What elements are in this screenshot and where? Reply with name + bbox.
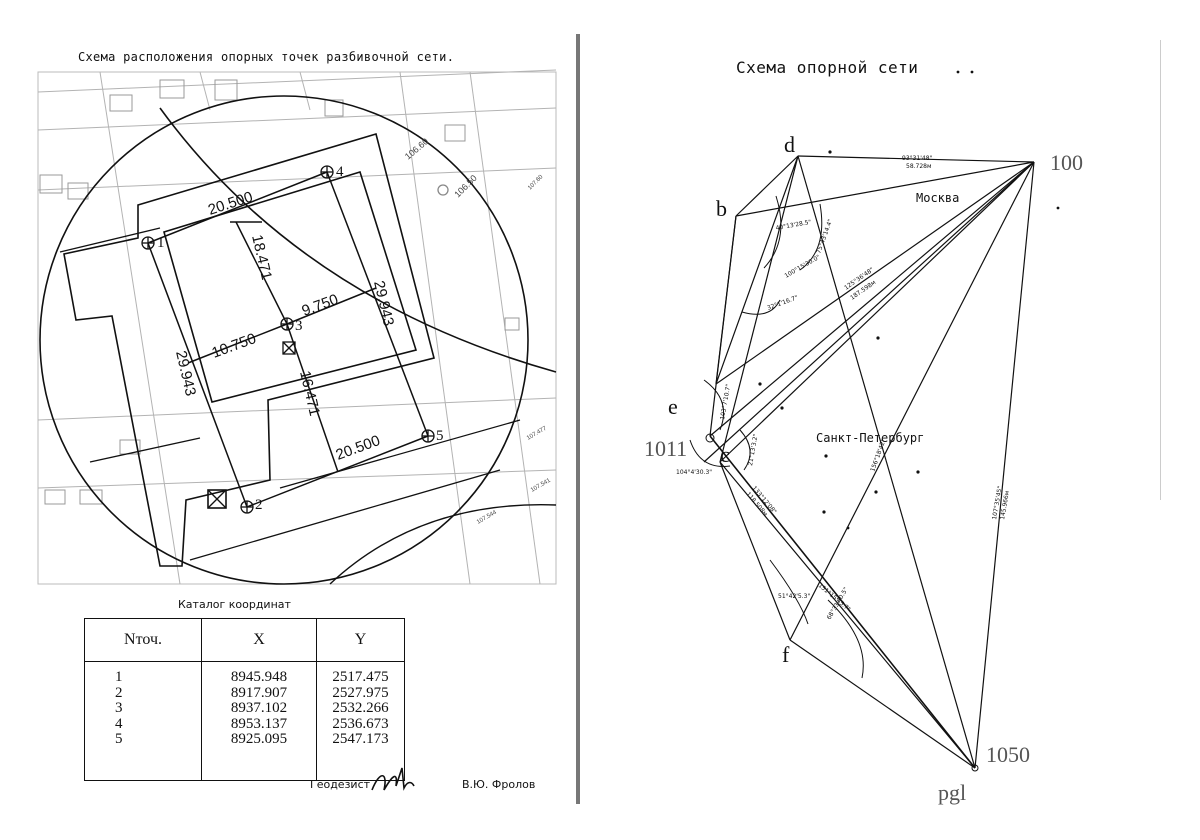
influence-circle	[39, 95, 529, 585]
dim-text: 20.500	[334, 432, 383, 464]
point-label: 3	[295, 318, 303, 334]
cell-x: 8917.907	[230, 684, 288, 701]
page-divider	[576, 34, 580, 804]
building-contour	[63, 132, 435, 567]
dim-text: 29.943	[172, 349, 199, 398]
signer-name: В.Ю. Фролов	[462, 778, 536, 791]
benchmark-marker	[282, 341, 296, 355]
cell-x: 8937.102	[230, 700, 288, 716]
cell-n: 5	[115, 731, 123, 747]
point-2	[240, 500, 254, 514]
cell-x: 8953.137	[230, 715, 288, 732]
left-sheet: Схема расположения опорных точек разбиво…	[0, 0, 575, 840]
survey-marker	[207, 489, 227, 509]
cell-y: 2547.173	[332, 731, 389, 747]
cell-n: 4	[115, 715, 123, 732]
layout-plan: 20.500 18.471 9.750 29.943 10.750 29.943…	[37, 69, 557, 791]
page-edge	[1160, 40, 1161, 500]
point-label: 5	[436, 428, 444, 444]
left-sheet-title: Схема расположения опорных точек разбиво…	[78, 50, 455, 64]
cell-y: 2536.673	[332, 715, 389, 732]
control-points	[141, 165, 449, 514]
control-net	[147, 171, 429, 508]
dimension-texts: 20.500 18.471 9.750 29.943 10.750 29.943…	[172, 188, 397, 463]
point-4	[320, 165, 334, 179]
cell-n: 3	[115, 700, 123, 716]
map-mark: 107.541	[530, 477, 552, 493]
dim-text: 18.471	[248, 233, 275, 282]
signer-role: Геодезист	[310, 778, 371, 791]
map-mark: 107.477	[526, 425, 548, 441]
right-sheet-title: Схема опорной сети	[736, 58, 919, 77]
map-mark: 107.60	[527, 174, 545, 192]
coordinates-catalog: Nточ. X Y 1 2 3 4 5 8945.948 8917.907 89…	[84, 618, 405, 781]
cell-x: 8925.095	[230, 731, 288, 747]
dim-text: 16.471	[296, 369, 323, 418]
point-label: 2	[255, 497, 263, 513]
cell-n: 2	[115, 684, 123, 701]
col-y: Y	[316, 618, 405, 662]
point-5	[421, 429, 435, 443]
map-mark: 106.60	[403, 136, 431, 161]
zone-arc-lower	[329, 504, 557, 585]
cell-y: 2532.266	[332, 700, 389, 716]
zone-arc	[159, 107, 557, 373]
dim-text: 9.750	[300, 291, 341, 320]
catalog-title: Каталог координат	[178, 598, 291, 611]
table-row: 1 2 3 4 5 8945.948 8917.907 8937.102 895…	[84, 661, 405, 781]
col-x: X	[201, 618, 317, 662]
map-ring	[437, 184, 449, 196]
cell-n: 1	[115, 669, 123, 685]
right-sheet	[582, 0, 1200, 840]
dim-text: 20.500	[206, 188, 255, 218]
point-1	[141, 236, 155, 250]
dim-text: 10.750	[210, 330, 259, 362]
col-point-number: Nточ.	[84, 618, 202, 662]
dim-text: 29.943	[370, 279, 397, 328]
background-streets	[37, 69, 557, 585]
point-label: 1	[157, 235, 165, 251]
cell-y: 2517.475	[332, 669, 389, 685]
cell-y: 2527.975	[332, 684, 389, 701]
street-edges	[59, 227, 521, 561]
point-labels: 1 2 3 4 5	[157, 164, 444, 513]
map-marks: 106.60 106.50 107.60 107.477 107.541 107…	[403, 136, 552, 526]
point-3	[280, 317, 294, 331]
point-label: 4	[336, 164, 344, 180]
cell-x: 8945.948	[230, 669, 288, 685]
map-mark: 107.544	[476, 509, 498, 525]
